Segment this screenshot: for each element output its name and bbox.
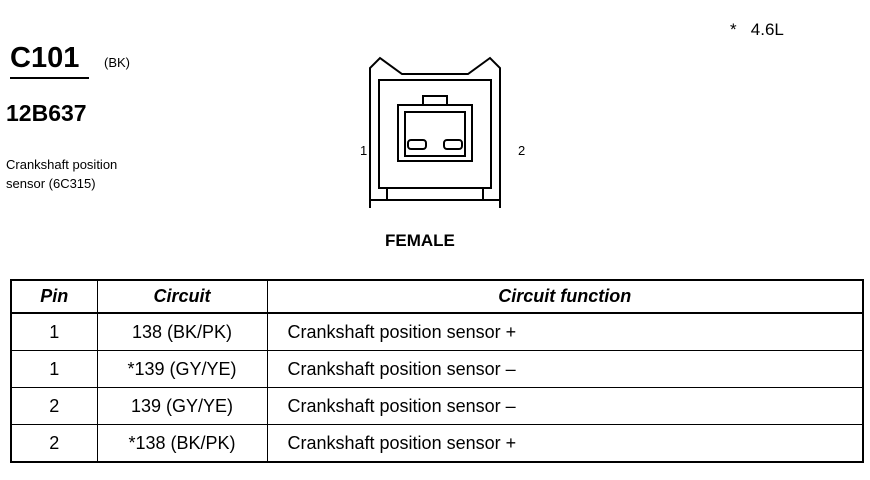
- circuit-function-cell: Crankshaft position sensor –: [266, 350, 864, 388]
- circuit-cell: *139 (GY/YE): [96, 350, 268, 388]
- pinout-table: Pin Circuit Circuit function 1 138 (BK/P…: [10, 279, 864, 463]
- connector-gender: FEMALE: [385, 231, 455, 250]
- pin-2-label: 2: [518, 143, 526, 158]
- terminal-1: [407, 139, 427, 150]
- pin-cell: 1: [10, 312, 98, 351]
- connector-id-underline: [10, 77, 89, 79]
- component-description: Crankshaft position sensor (6C315): [6, 155, 176, 193]
- latch-tab: [422, 95, 448, 105]
- terminal-2: [443, 139, 463, 150]
- table-row: 1 *139 (GY/YE) Crankshaft position senso…: [10, 350, 864, 388]
- circuit-function-cell: Crankshaft position sensor –: [266, 387, 864, 425]
- description-line-1: Crankshaft position: [6, 157, 118, 172]
- circuit-function-cell: Crankshaft position sensor +: [266, 424, 864, 463]
- table-header-row: Pin Circuit Circuit function: [10, 279, 864, 314]
- column-header-circuit: Circuit: [96, 279, 268, 314]
- connector-face-diagram: [369, 56, 501, 208]
- column-header-circuit-function: Circuit function: [266, 279, 864, 314]
- circuit-cell: *138 (BK/PK): [96, 424, 268, 463]
- pin-cell: 2: [10, 387, 98, 425]
- part-number: 12B637: [6, 100, 87, 126]
- table-row: 2 *138 (BK/PK) Crankshaft position senso…: [10, 424, 864, 463]
- terminal-block: [397, 104, 473, 162]
- circuit-function-cell: Crankshaft position sensor +: [266, 312, 864, 351]
- table-row: 2 139 (GY/YE) Crankshaft position sensor…: [10, 387, 864, 425]
- connector-color-code: (BK): [104, 55, 130, 70]
- pin-cell: 2: [10, 424, 98, 463]
- connector-housing: [369, 56, 501, 201]
- circuit-cell: 139 (GY/YE): [96, 387, 268, 425]
- pin-1-label: 1: [360, 143, 368, 158]
- connector-id: C101: [10, 42, 80, 74]
- table-row: 1 138 (BK/PK) Crankshaft position sensor…: [10, 312, 864, 351]
- pin-cell: 1: [10, 350, 98, 388]
- description-line-2: sensor (6C315): [6, 176, 96, 191]
- connector-shell: [378, 79, 492, 189]
- engine-note: * 4.6L: [730, 20, 784, 39]
- column-header-pin: Pin: [10, 279, 98, 314]
- circuit-cell: 138 (BK/PK): [96, 312, 268, 351]
